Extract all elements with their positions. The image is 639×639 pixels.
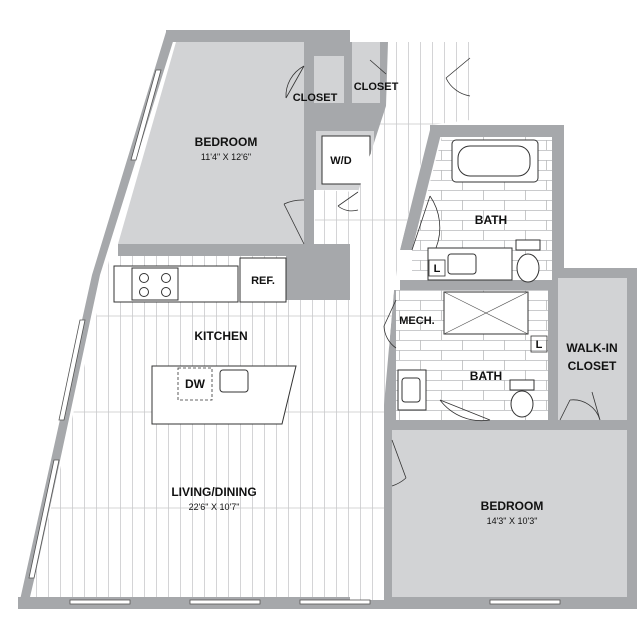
- walk-in-closet-floor: [558, 278, 627, 420]
- washer-dryer-label: W/D: [330, 155, 351, 167]
- outer-wall-right: [627, 270, 637, 609]
- bath-2-sink: [401, 377, 421, 403]
- island-sink: [219, 369, 249, 393]
- bath-1-toilet: [516, 253, 540, 283]
- wall-closets-bottom: [306, 103, 386, 131]
- wall-bath1-left: [400, 130, 442, 250]
- bath-1-linen-label: L: [434, 263, 441, 275]
- bath-1-label: BATH: [475, 213, 507, 227]
- outer-wall-top-mid: [306, 30, 350, 42]
- walk-in-closet-label-line2: CLOSET: [568, 359, 617, 373]
- door-bath-2: [439, 399, 491, 422]
- bedroom-1-dims: 11'4" X 12'6": [201, 152, 251, 162]
- bedroom-1-label: BEDROOM: [195, 135, 258, 149]
- wall-closet2-right: [380, 42, 388, 106]
- living-dining-label: LIVING/DINING: [171, 485, 256, 499]
- wall-ref-side: [286, 244, 350, 302]
- bedroom-2-label: BEDROOM: [481, 499, 544, 513]
- wall-bed2-left: [384, 428, 392, 600]
- door-bath-1: [411, 195, 441, 251]
- outer-wall-top-bath: [430, 125, 564, 137]
- door-walk-in: [559, 391, 601, 421]
- bath-1-linen-box: [428, 259, 446, 277]
- bedroom-1-floor: [118, 42, 304, 244]
- door-bedroom-1: [283, 199, 305, 245]
- dishwasher-label: DW: [185, 377, 206, 391]
- door-closet-1: [285, 65, 305, 99]
- outer-wall-right-upper: [552, 125, 564, 275]
- window-living-1: [58, 319, 86, 421]
- kitchen-label: KITCHEN: [194, 329, 247, 343]
- bath-1-toilet-tank: [515, 239, 541, 251]
- bath-2-toilet-tank: [509, 379, 535, 391]
- living-dining-floor: [30, 300, 384, 597]
- wall-bath2-right: [548, 278, 558, 428]
- doors: [283, 57, 601, 487]
- mech-label: MECH.: [399, 315, 434, 327]
- walk-in-closet-label-line1: WALK-IN: [566, 341, 617, 355]
- wall-wd-left: [306, 130, 316, 190]
- bath-1-sink: [447, 253, 477, 275]
- window-bottom-4: [489, 599, 561, 605]
- refrigerator-label: REF.: [251, 275, 275, 287]
- kitchen-island: [151, 365, 297, 425]
- shower-drain-line-b: [443, 291, 529, 335]
- door-hall-entry: [445, 57, 471, 97]
- window-bottom-2: [189, 599, 261, 605]
- cooktop: [131, 267, 179, 301]
- window-bedroom-1: [130, 69, 162, 161]
- door-closet-2: [369, 59, 387, 75]
- refrigerator: [239, 257, 287, 303]
- dishwasher-outline: [177, 367, 213, 401]
- outer-wall-left: [20, 32, 176, 600]
- living-dining-dims: 22'6" X 10'7": [189, 502, 240, 512]
- wall-bath1-bottom: [400, 280, 562, 290]
- outer-wall-top-left: [166, 30, 306, 42]
- bath-1-tub-basin: [457, 145, 531, 177]
- window-bottom-3: [299, 599, 371, 605]
- closet-1-floor: [314, 56, 344, 103]
- door-bedroom-2: [391, 439, 407, 487]
- door-mech: [383, 299, 397, 349]
- window-bottom-1: [69, 599, 131, 605]
- door-wd: [337, 191, 359, 212]
- wall-bed1-bottom: [118, 244, 314, 256]
- bath-2-linen-label: L: [536, 339, 543, 351]
- bedroom-2-dims: 14'3" X 10'3": [487, 516, 538, 526]
- bath-2-label: BATH: [470, 369, 502, 383]
- closet-2-floor: [352, 42, 380, 103]
- wall-walkin-bottom: [548, 420, 637, 430]
- closet-2-label: CLOSET: [354, 81, 399, 93]
- wall-bath2-bottom: [384, 420, 558, 430]
- room-labels: BEDROOM 11'4" X 12'6" CLOSET CLOSET W/D …: [171, 81, 617, 526]
- wall-bath2-left: [384, 352, 396, 428]
- closet-1-label: CLOSET: [293, 92, 338, 104]
- wall-hall-left-top: [344, 42, 352, 104]
- bedroom-2-floor: [392, 430, 627, 597]
- bath-2-toilet: [510, 390, 534, 418]
- bath-2-linen-box: [530, 335, 548, 353]
- walkin-top-wall: [552, 268, 637, 278]
- windows: [28, 69, 561, 605]
- wall-closet-divider: [306, 40, 346, 56]
- window-living-2: [28, 459, 60, 579]
